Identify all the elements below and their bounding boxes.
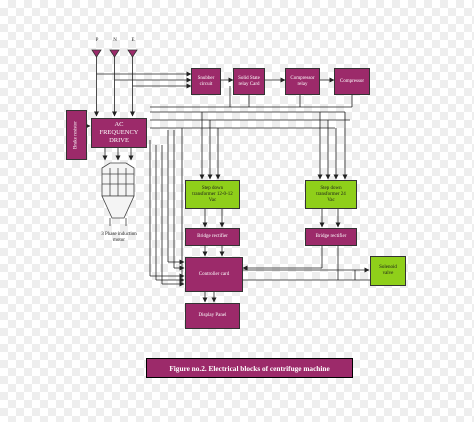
compressor-block: Compressor <box>334 68 370 95</box>
bridge-rectifier-left-block: Bridge rectifier <box>185 228 240 246</box>
snubber-circuit-block: Snubber circuit <box>191 68 221 95</box>
motor-label: 3 Phase induction motor <box>101 232 137 243</box>
display-panel-block: Display Panel <box>185 303 240 329</box>
controller-card-block: Controller card <box>185 257 243 292</box>
supply-label-e: E <box>131 38 135 43</box>
compressor-relay-block: Compressor relay <box>285 68 320 95</box>
transformer-left-block: Step down transformer 12-0-12 Vac <box>185 180 240 209</box>
brake-resistor-block: Brake resistor <box>66 110 87 160</box>
supply-terminals <box>91 49 138 58</box>
solid-state-relay-block: Solid State relay Card <box>233 68 265 95</box>
solenoid-valve-block: Solenoid valve <box>370 256 406 286</box>
bridge-rectifier-right-block: Bridge rectifier <box>305 228 357 246</box>
motor-icon <box>101 162 135 226</box>
supply-label-p: P <box>95 38 99 43</box>
ac-frequency-drive-block: AC FREQUENCY DRIVE <box>91 118 147 148</box>
transformer-right-block: Step down transformer 24 Vac <box>305 180 357 209</box>
supply-label-n: N <box>113 38 117 43</box>
figure-caption: Figure no.2. Electrical blocks of centri… <box>146 358 353 378</box>
